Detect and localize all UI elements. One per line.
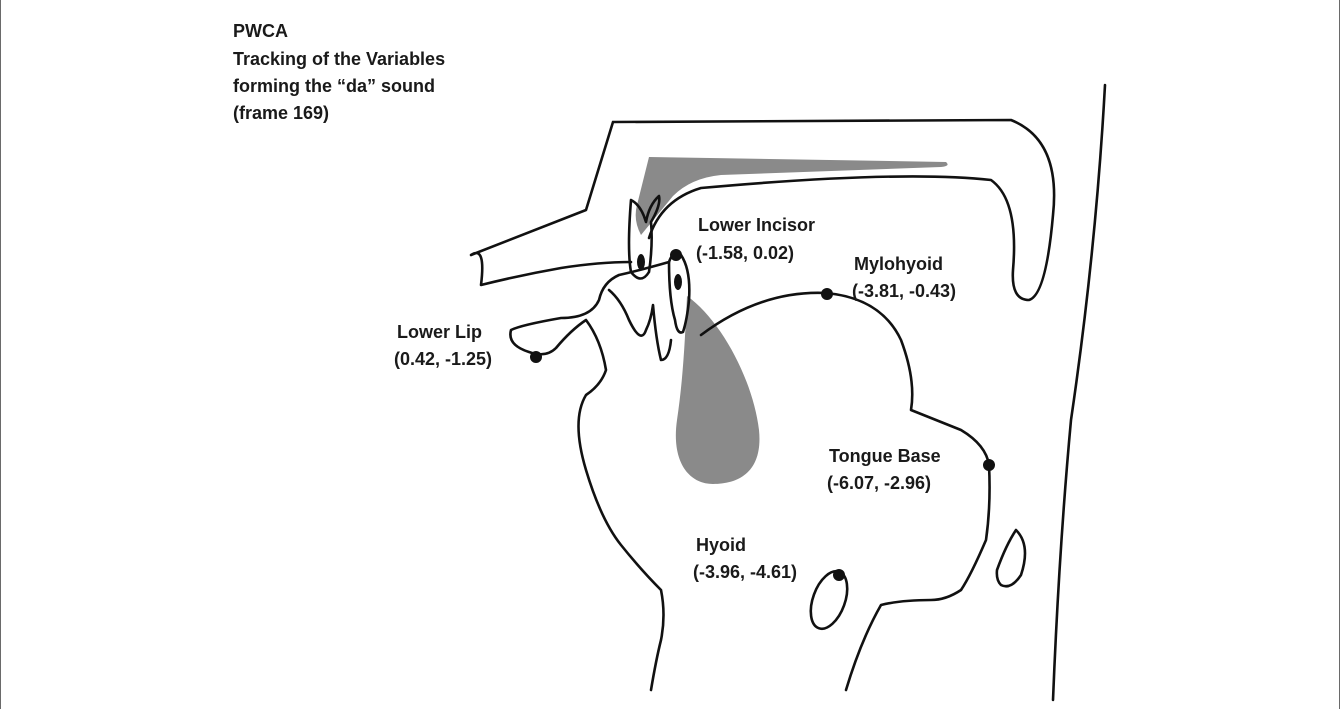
mandible-inner-contour <box>609 290 671 360</box>
epiglottis-outline <box>997 530 1025 586</box>
mylohyoid-name: Mylohyoid <box>854 254 943 274</box>
lower-lip-point <box>530 351 542 363</box>
title-line-2: Tracking of the Variables <box>233 49 445 69</box>
hyoid-name: Hyoid <box>696 535 746 555</box>
lower-lip-coords: (0.42, -1.25) <box>394 349 492 369</box>
label-tongue-base: Tongue Base (-6.07, -2.96) <box>827 446 941 493</box>
title-line-4: (frame 169) <box>233 103 329 123</box>
lower-incisor-coords: (-1.58, 0.02) <box>696 243 794 263</box>
label-mylohyoid: Mylohyoid (-3.81, -0.43) <box>852 254 956 301</box>
lower-lip-name: Lower Lip <box>397 322 482 342</box>
mylohyoid-point <box>821 288 833 300</box>
lower-incisor-pulp <box>674 274 682 290</box>
lower-incisor <box>669 254 689 333</box>
hyoid-point <box>833 569 845 581</box>
posterior-pharyngeal-wall <box>1053 85 1105 700</box>
hyoid-bone <box>804 566 855 633</box>
tongue-base-coords: (-6.07, -2.96) <box>827 473 931 493</box>
title-line-1: PWCA <box>233 21 288 41</box>
label-lower-lip: Lower Lip (0.42, -1.25) <box>394 322 492 369</box>
tongue-base-name: Tongue Base <box>829 446 941 466</box>
figure-title: PWCA Tracking of the Variables forming t… <box>233 21 445 123</box>
label-hyoid: Hyoid (-3.96, -4.61) <box>693 535 797 582</box>
lower-jaw-outline <box>510 262 669 690</box>
hyoid-coords: (-3.96, -4.61) <box>693 562 797 582</box>
upper-jaw-outline <box>471 120 1054 300</box>
title-line-3: forming the “da” sound <box>233 76 435 96</box>
tongue-base-point <box>983 459 995 471</box>
lower-incisor-point <box>670 249 682 261</box>
label-lower-incisor: Lower Incisor (-1.58, 0.02) <box>696 215 815 263</box>
lower-incisor-name: Lower Incisor <box>698 215 815 235</box>
mylohyoid-coords: (-3.81, -0.43) <box>852 281 956 301</box>
